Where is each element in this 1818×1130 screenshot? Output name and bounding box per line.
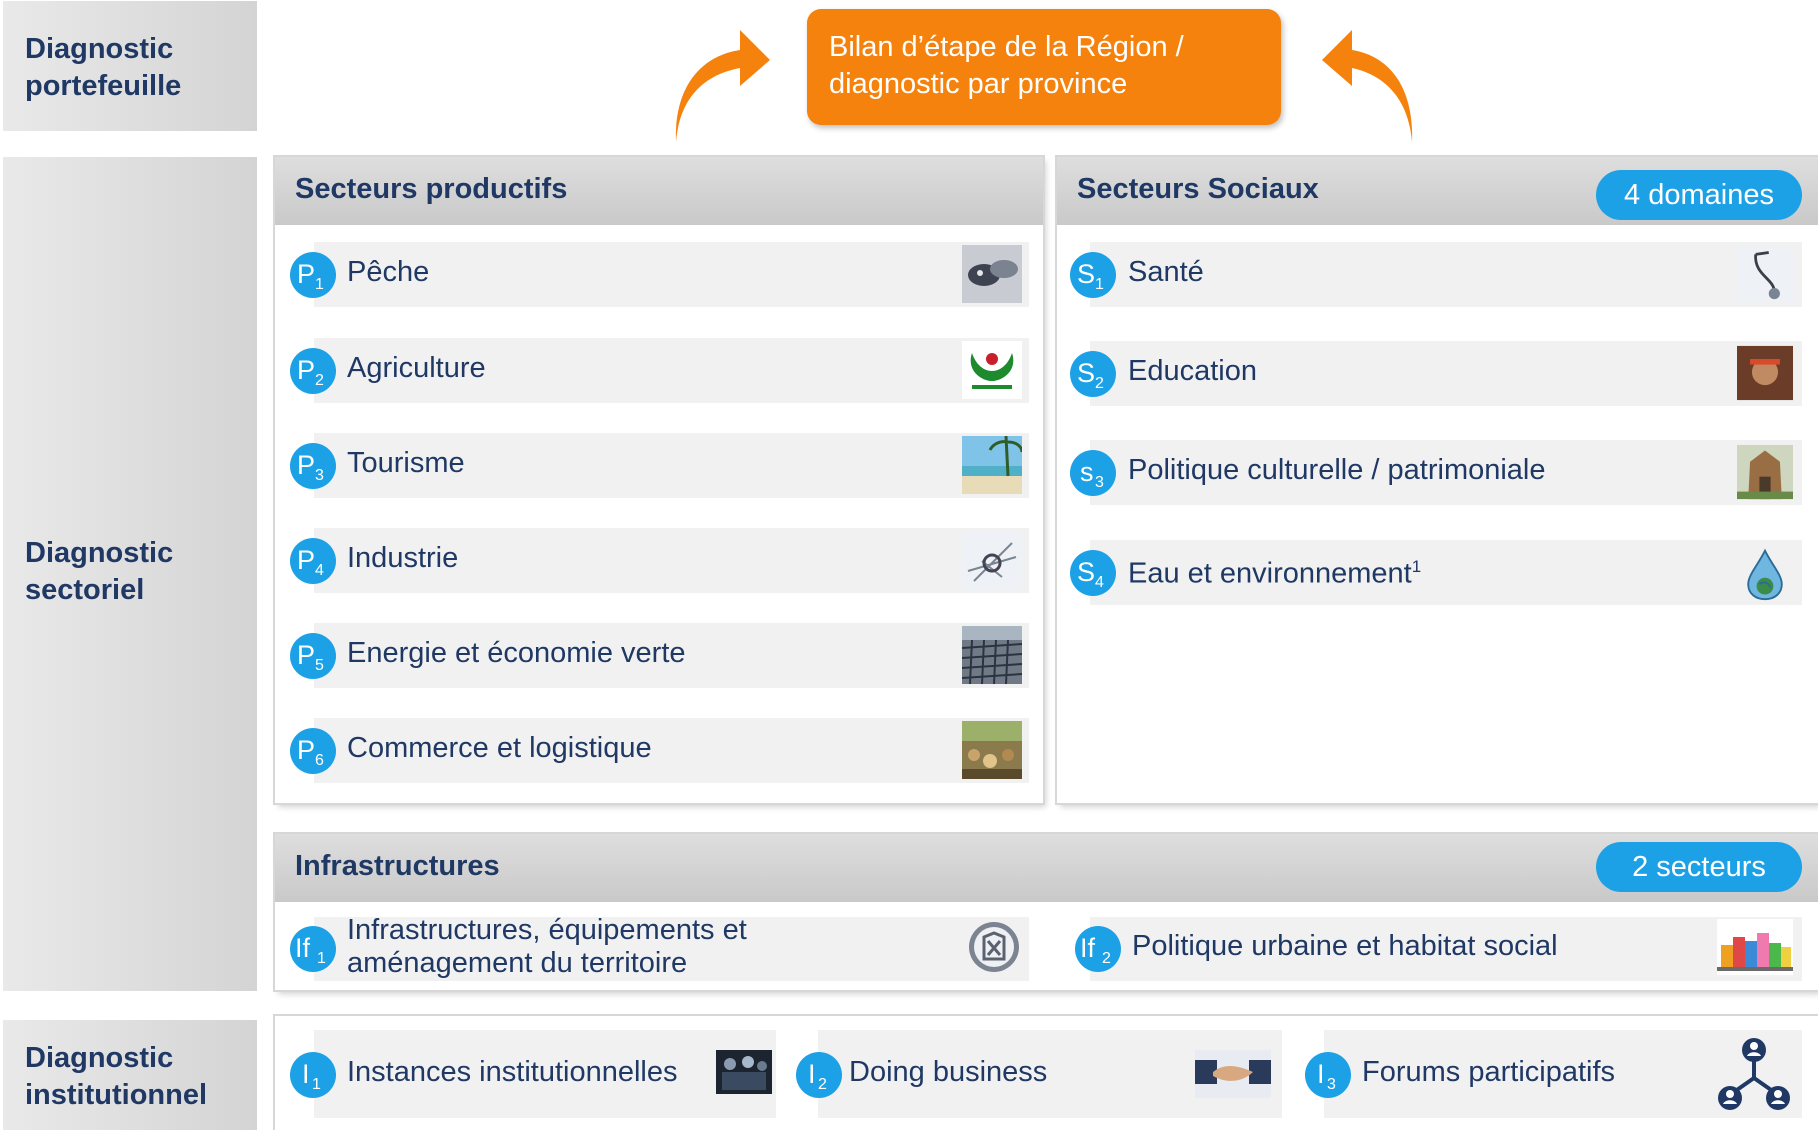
stethoscope-photo [1737,246,1793,302]
list-item-peche [314,242,1029,307]
handshake-photo [1195,1050,1271,1098]
solar-panel-photo [962,626,1022,684]
item-label: Instances institutionnelles [347,1056,678,1088]
city-houses-icon [1717,919,1793,975]
list-item-eau [1090,540,1802,605]
beach-photo [962,436,1022,494]
panel-header: Secteurs productifs [275,157,1043,225]
monument-photo [1737,444,1793,500]
item-label: Education [1128,355,1257,387]
item-label: Politique urbaine et habitat social [1132,930,1558,962]
item-label: Pêche [347,256,430,288]
item-label: Energie et économie verte [347,637,686,669]
item-label: Infrastructures, équipements et aménagem… [347,914,747,979]
diagnostic-sectoriel-label: Diagnostic sectoriel [3,157,257,991]
secteurs-count-badge: 2 secteurs [1596,842,1802,892]
education-photo [1737,345,1793,401]
list-item-commerce [314,718,1029,783]
infrastructure-icon [969,922,1019,972]
item-label: Forums participatifs [1362,1056,1616,1088]
panel-header: Infrastructures [275,834,1818,902]
item-label: Commerce et logistique [347,732,652,764]
list-item-industrie [314,528,1029,593]
diagnostic-institutionnel-label: Diagnostic institutionnel [3,1020,257,1130]
institution-photo [716,1050,772,1094]
list-item-infrastructures [314,917,1029,981]
domaines-count-badge: 4 domaines [1596,170,1802,220]
left-curved-arrow-icon [675,30,770,142]
bilan-box: Bilan d’étape de la Région / diagnostic … [807,9,1281,125]
industry-photo [962,531,1022,589]
list-item-sante [1090,242,1802,307]
market-photo [962,721,1022,779]
list-item-education [1090,341,1802,406]
item-label: Doing business [849,1056,1048,1088]
list-item-politique-urbaine [1090,917,1802,981]
diagnostic-portefeuille-label: Diagnostic portefeuille [3,1,257,131]
list-item-agriculture [314,338,1029,403]
panel-title: Infrastructures [295,850,500,882]
list-item-tourisme [314,433,1029,498]
panel-title: Secteurs Sociaux [1077,173,1319,205]
item-label: Industrie [347,542,459,574]
item-label: Eau et environnement1 [1128,557,1422,590]
network-people-icon [1718,1038,1790,1110]
water-globe-icon [1747,548,1783,601]
item-label: Tourisme [347,447,465,479]
item-label: Agriculture [347,352,486,384]
list-item-culture [1090,440,1802,505]
list-item-energie [314,623,1029,688]
panel-title: Secteurs productifs [295,173,568,205]
fish-photo [962,245,1022,303]
item-label: Santé [1128,256,1204,288]
item-label: Politique culturelle / patrimoniale [1128,454,1546,486]
agriculture-logo [962,341,1022,399]
list-item-instances [314,1030,776,1118]
right-curved-arrow-icon [1322,30,1413,142]
footnote-marker: 1 [1411,557,1422,576]
